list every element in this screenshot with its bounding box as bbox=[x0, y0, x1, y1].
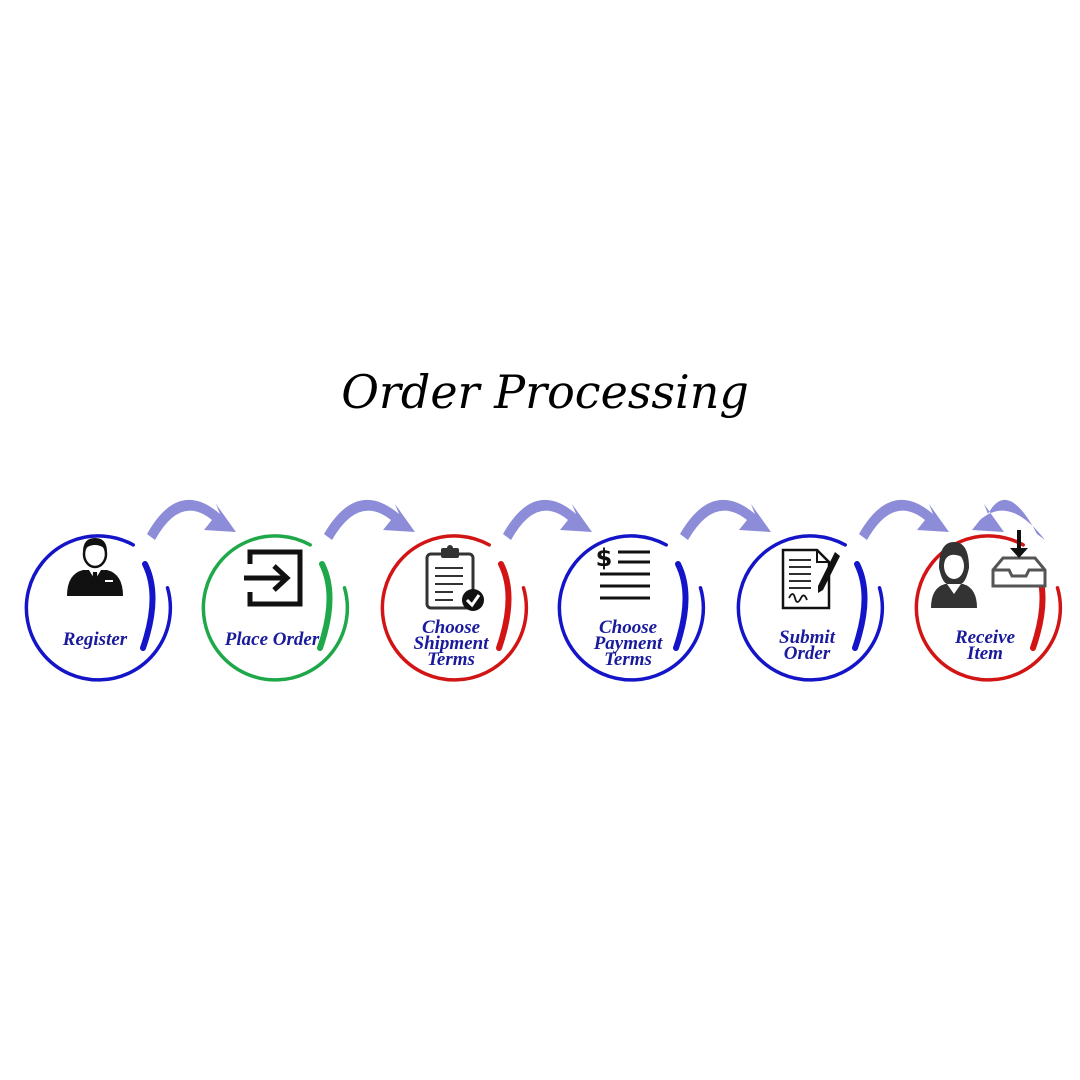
step-label: Terms bbox=[604, 649, 652, 670]
step-label: Terms bbox=[427, 649, 475, 670]
flow-arrow bbox=[859, 499, 949, 540]
step-ring-flick bbox=[140, 561, 156, 651]
flow-arrow bbox=[972, 499, 1045, 540]
step-ring-flick bbox=[496, 561, 512, 651]
flow-arrow bbox=[680, 499, 771, 540]
step-ring bbox=[736, 534, 885, 682]
flow-arrow bbox=[503, 499, 592, 540]
step-label: Shipment bbox=[414, 633, 490, 654]
step-label: Choose bbox=[422, 617, 481, 638]
step-label: Receive bbox=[954, 627, 1016, 648]
step-label: Register bbox=[62, 629, 128, 650]
flow-arrow bbox=[324, 499, 415, 540]
flow-arrows bbox=[147, 499, 1045, 540]
svg-text:$: $ bbox=[596, 544, 613, 572]
step-ring bbox=[380, 534, 529, 682]
step-ring-flick bbox=[317, 561, 333, 651]
diagram-title: Order Processing bbox=[341, 365, 749, 419]
step-ring-flick bbox=[852, 561, 868, 651]
step-ring bbox=[914, 534, 1063, 682]
dollar-list-icon: $ bbox=[596, 544, 650, 600]
step-ring bbox=[201, 534, 350, 682]
signed-document-icon bbox=[781, 548, 840, 610]
step-1: Register bbox=[24, 534, 173, 682]
step-label: Submit bbox=[779, 627, 836, 648]
step-label: Payment bbox=[593, 633, 663, 654]
login-arrow-icon bbox=[244, 549, 303, 607]
clipboard-check-icon bbox=[425, 545, 484, 611]
step-ring bbox=[557, 534, 706, 682]
step-2: Place Order bbox=[201, 534, 350, 682]
step-label: Order bbox=[784, 643, 831, 664]
step-label: Choose bbox=[599, 617, 658, 638]
step-label: Place Order bbox=[224, 629, 320, 650]
step-label: Item bbox=[966, 643, 1003, 664]
step-ring bbox=[24, 534, 173, 682]
flow-arrow bbox=[147, 499, 236, 540]
woman-inbox-icon bbox=[931, 530, 1047, 608]
step-ring-flick bbox=[673, 561, 689, 651]
businessman-icon bbox=[67, 538, 123, 596]
